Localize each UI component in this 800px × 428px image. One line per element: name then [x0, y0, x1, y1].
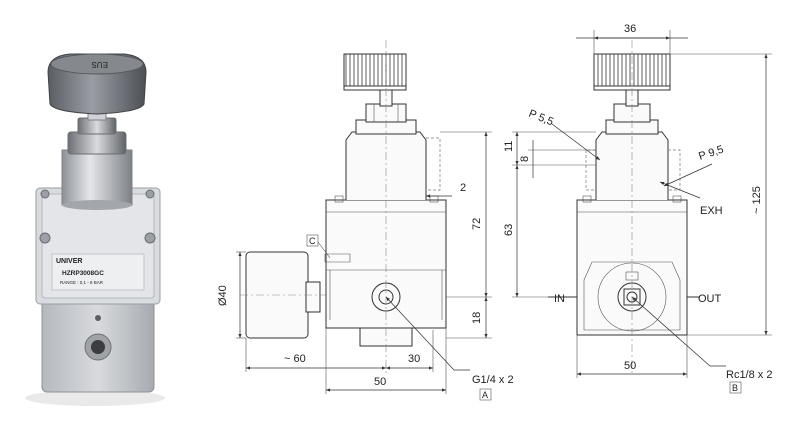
front-dim-18: 18: [471, 312, 483, 324]
front-dim-30: 30: [408, 353, 420, 365]
front-dim-60: ~ 60: [284, 353, 306, 365]
side-dim-11: 11: [503, 141, 515, 152]
front-dim-dia40: Ø40: [217, 285, 229, 306]
front-note-a: A: [482, 390, 488, 400]
product-photo: UNIVER HZRP3008GC RANGE : 0,1 - 8 BAR EU…: [25, 53, 165, 406]
side-note-b: B: [732, 383, 738, 393]
side-dim-p55: P 5,5: [527, 108, 555, 129]
side-dim-p95: P 9,5: [697, 144, 725, 163]
side-dim-125: ~ 125: [751, 186, 763, 214]
front-dim-2: 2: [460, 182, 466, 194]
side-port-in: IN: [554, 293, 565, 305]
photo-brand-label: UNIVER: [56, 258, 82, 265]
side-dim-36: 36: [624, 23, 636, 35]
side-port-exh: EXH: [700, 205, 723, 217]
side-dim-50: 50: [624, 360, 636, 372]
photo-range-label: RANGE : 0,1 - 8 BAR: [60, 280, 104, 285]
front-dim-50: 50: [374, 376, 386, 388]
side-port-out: OUT: [698, 293, 722, 305]
front-dim-72: 72: [471, 218, 483, 230]
front-thread-label: G1/4 x 2: [472, 374, 514, 386]
side-thread-label: Rc1/8 x 2: [726, 369, 772, 381]
side-view: 36 11 8 63 P 5,5 P 9,5 EXH ~ 125 IN OUT: [503, 23, 772, 394]
photo-model-label: HZRP3008GC: [62, 270, 104, 277]
photo-knob-logo: EUS: [92, 60, 108, 69]
callout-c: C: [309, 236, 316, 246]
side-dim-8: 8: [519, 156, 531, 162]
side-dim-63: 63: [503, 224, 515, 236]
front-view: C 2 Ø40 ~ 60 30 50 72 18 G1/4 x 2: [217, 40, 514, 401]
